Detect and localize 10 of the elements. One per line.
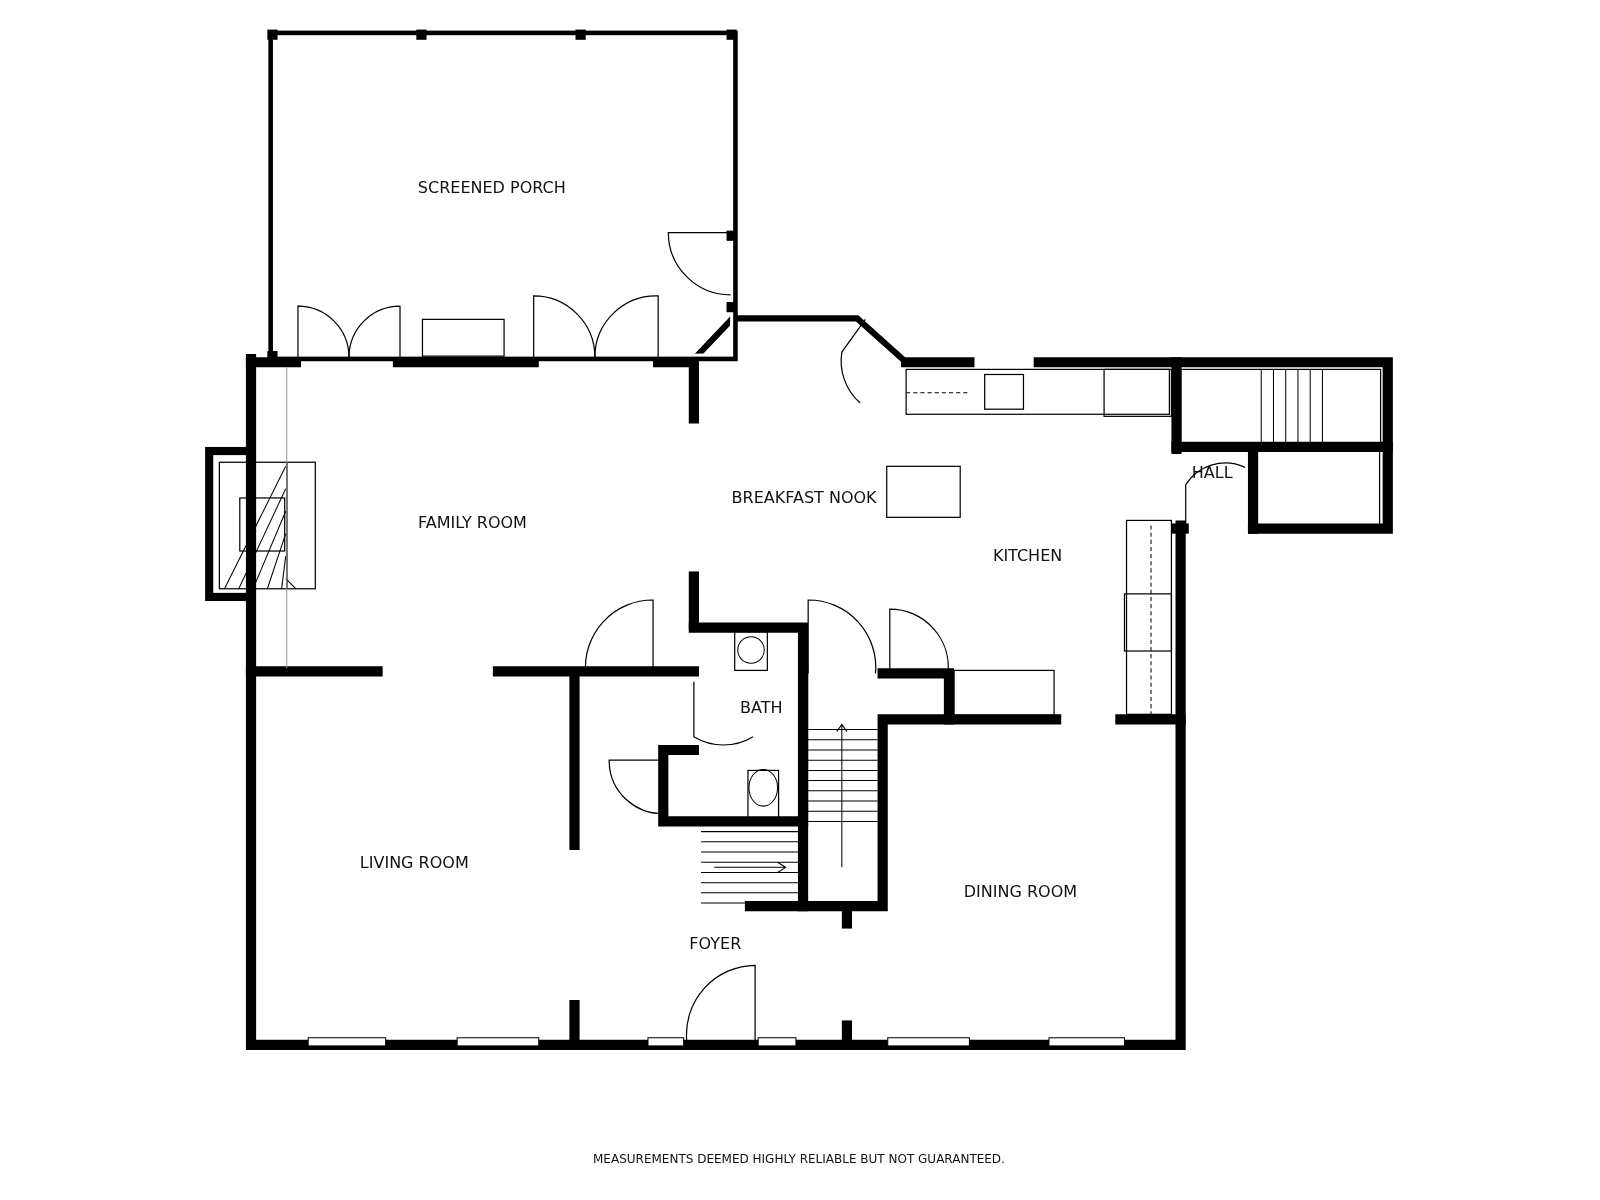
room-label: DINING ROOM bbox=[963, 881, 1078, 901]
room-label: SCREENED PORCH bbox=[417, 177, 566, 197]
room-label: LIVING ROOM bbox=[359, 852, 469, 872]
room-label: KITCHEN bbox=[992, 545, 1063, 565]
footer-note: MEASUREMENTS DEEMED HIGHLY RELIABLE BUT NOT GUARANTEED. bbox=[593, 1152, 1005, 1167]
room-label: BREAKFAST NOOK bbox=[731, 487, 877, 507]
room-label: FAMILY ROOM bbox=[417, 512, 527, 532]
room-label: HALL bbox=[1191, 462, 1233, 482]
room-label: FOYER bbox=[689, 933, 742, 953]
room-label: BATH bbox=[740, 697, 783, 717]
